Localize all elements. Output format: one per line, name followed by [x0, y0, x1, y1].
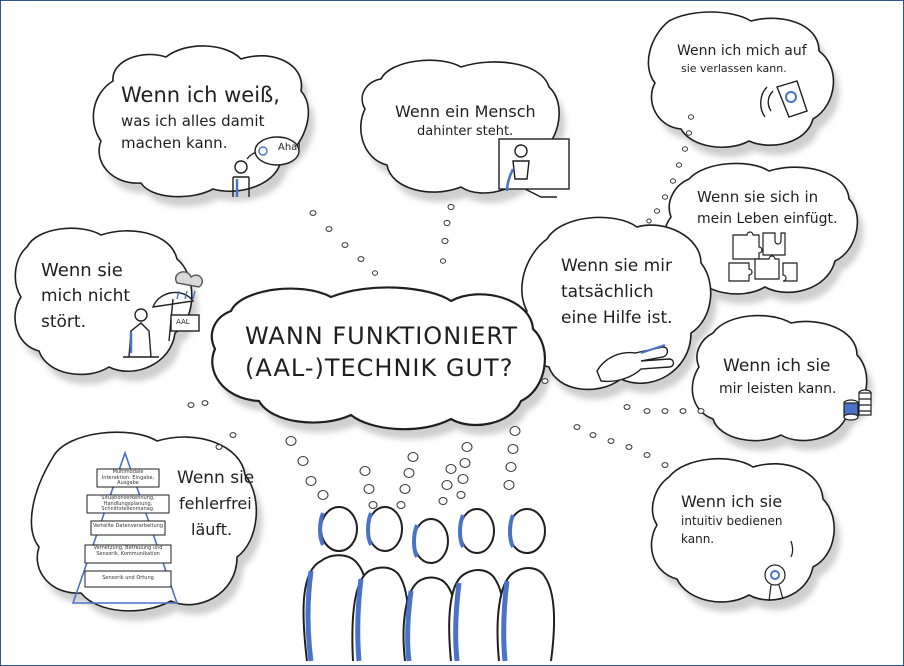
- pyramid-level-4: Vernetzung, Betreuung und Sensorik, Komm…: [93, 545, 163, 557]
- text-verlassen-line2: sie verlassen kann.: [681, 62, 787, 75]
- central-question-line1: WANN FUNKTIONIERT: [245, 322, 518, 350]
- bubble-intuitiv: [650, 457, 835, 603]
- person-2: [351, 506, 410, 662]
- text-stoert-line1: Wenn sie: [41, 260, 123, 281]
- person-behind-screen-icon: [498, 138, 570, 198]
- text-leisten-line1: Wenn ich sie: [723, 356, 831, 376]
- text-fehlerfrei-line2: fehlerfrei: [179, 494, 252, 513]
- text-stoert-line3: stört.: [41, 312, 86, 332]
- person-4: [448, 508, 506, 662]
- text-intuitiv-line3: kann.: [681, 532, 715, 546]
- people-group: [302, 506, 556, 662]
- text-einfuegt-line2: mein Leben einfügt.: [697, 211, 838, 227]
- text-mensch-line1: Wenn ein Mensch: [395, 102, 536, 121]
- text-leisten-line2: mir leisten kann.: [719, 381, 837, 397]
- pyramid-level-1: Multimodale Interaktion: Eingabe, Ausgab…: [101, 469, 155, 486]
- aha-label: Aha!: [278, 142, 302, 153]
- coin-stack-icon: [843, 389, 872, 421]
- text-weiss-line3: machen kann.: [121, 134, 228, 152]
- text-fehlerfrei-line1: Wenn sie: [177, 468, 255, 488]
- text-hilfe-line2: tatsächlich: [561, 282, 654, 302]
- text-fehlerfrei-line3: läuft.: [191, 520, 233, 539]
- bubble-verlassen: [647, 11, 835, 148]
- person-3: [402, 518, 458, 662]
- text-hilfe-line1: Wenn sie mir: [561, 256, 672, 276]
- helping-hand-icon: [596, 344, 675, 383]
- hand-button-icon: [760, 80, 808, 118]
- pyramid-level-3: Verteilte Datenverarbeitung: [92, 523, 164, 529]
- pyramid-level-5: Sensorik und Ortung: [102, 575, 154, 581]
- central-cloud: [210, 286, 547, 431]
- text-einfuegt-line1: Wenn sie sich in: [697, 188, 819, 206]
- central-question-line2: (AAL-)TECHNIK GUT?: [245, 354, 514, 382]
- text-stoert-line2: mich nicht: [41, 286, 131, 306]
- text-intuitiv-line2: intuitiv bedienen: [681, 514, 783, 528]
- text-mensch-line2: dahinter steht.: [417, 124, 514, 139]
- pyramid-level-2: Situationserkennung, Handlungsplanung, S…: [101, 495, 155, 512]
- pyramid-blocks: [84, 468, 172, 588]
- bubble-leisten: [691, 314, 868, 442]
- text-hilfe-line3: eine Hilfe ist.: [561, 308, 673, 328]
- puzzle-pieces-icon: [728, 231, 798, 282]
- person-5: [496, 508, 556, 662]
- touch-gesture-icon: [764, 540, 794, 602]
- connector-dots: [187, 114, 705, 509]
- aal-label: AAL: [176, 318, 190, 326]
- person-umbrella-icon: [123, 271, 203, 358]
- text-weiss-line1: Wenn ich weiß,: [121, 83, 280, 107]
- standing-person-icon: [232, 136, 300, 197]
- text-verlassen-line1: Wenn ich mich auf: [677, 43, 807, 59]
- text-weiss-line2: was ich alles damit: [121, 112, 265, 130]
- text-intuitiv-line1: Wenn ich sie: [681, 492, 783, 511]
- bubble-stoert: [14, 227, 193, 376]
